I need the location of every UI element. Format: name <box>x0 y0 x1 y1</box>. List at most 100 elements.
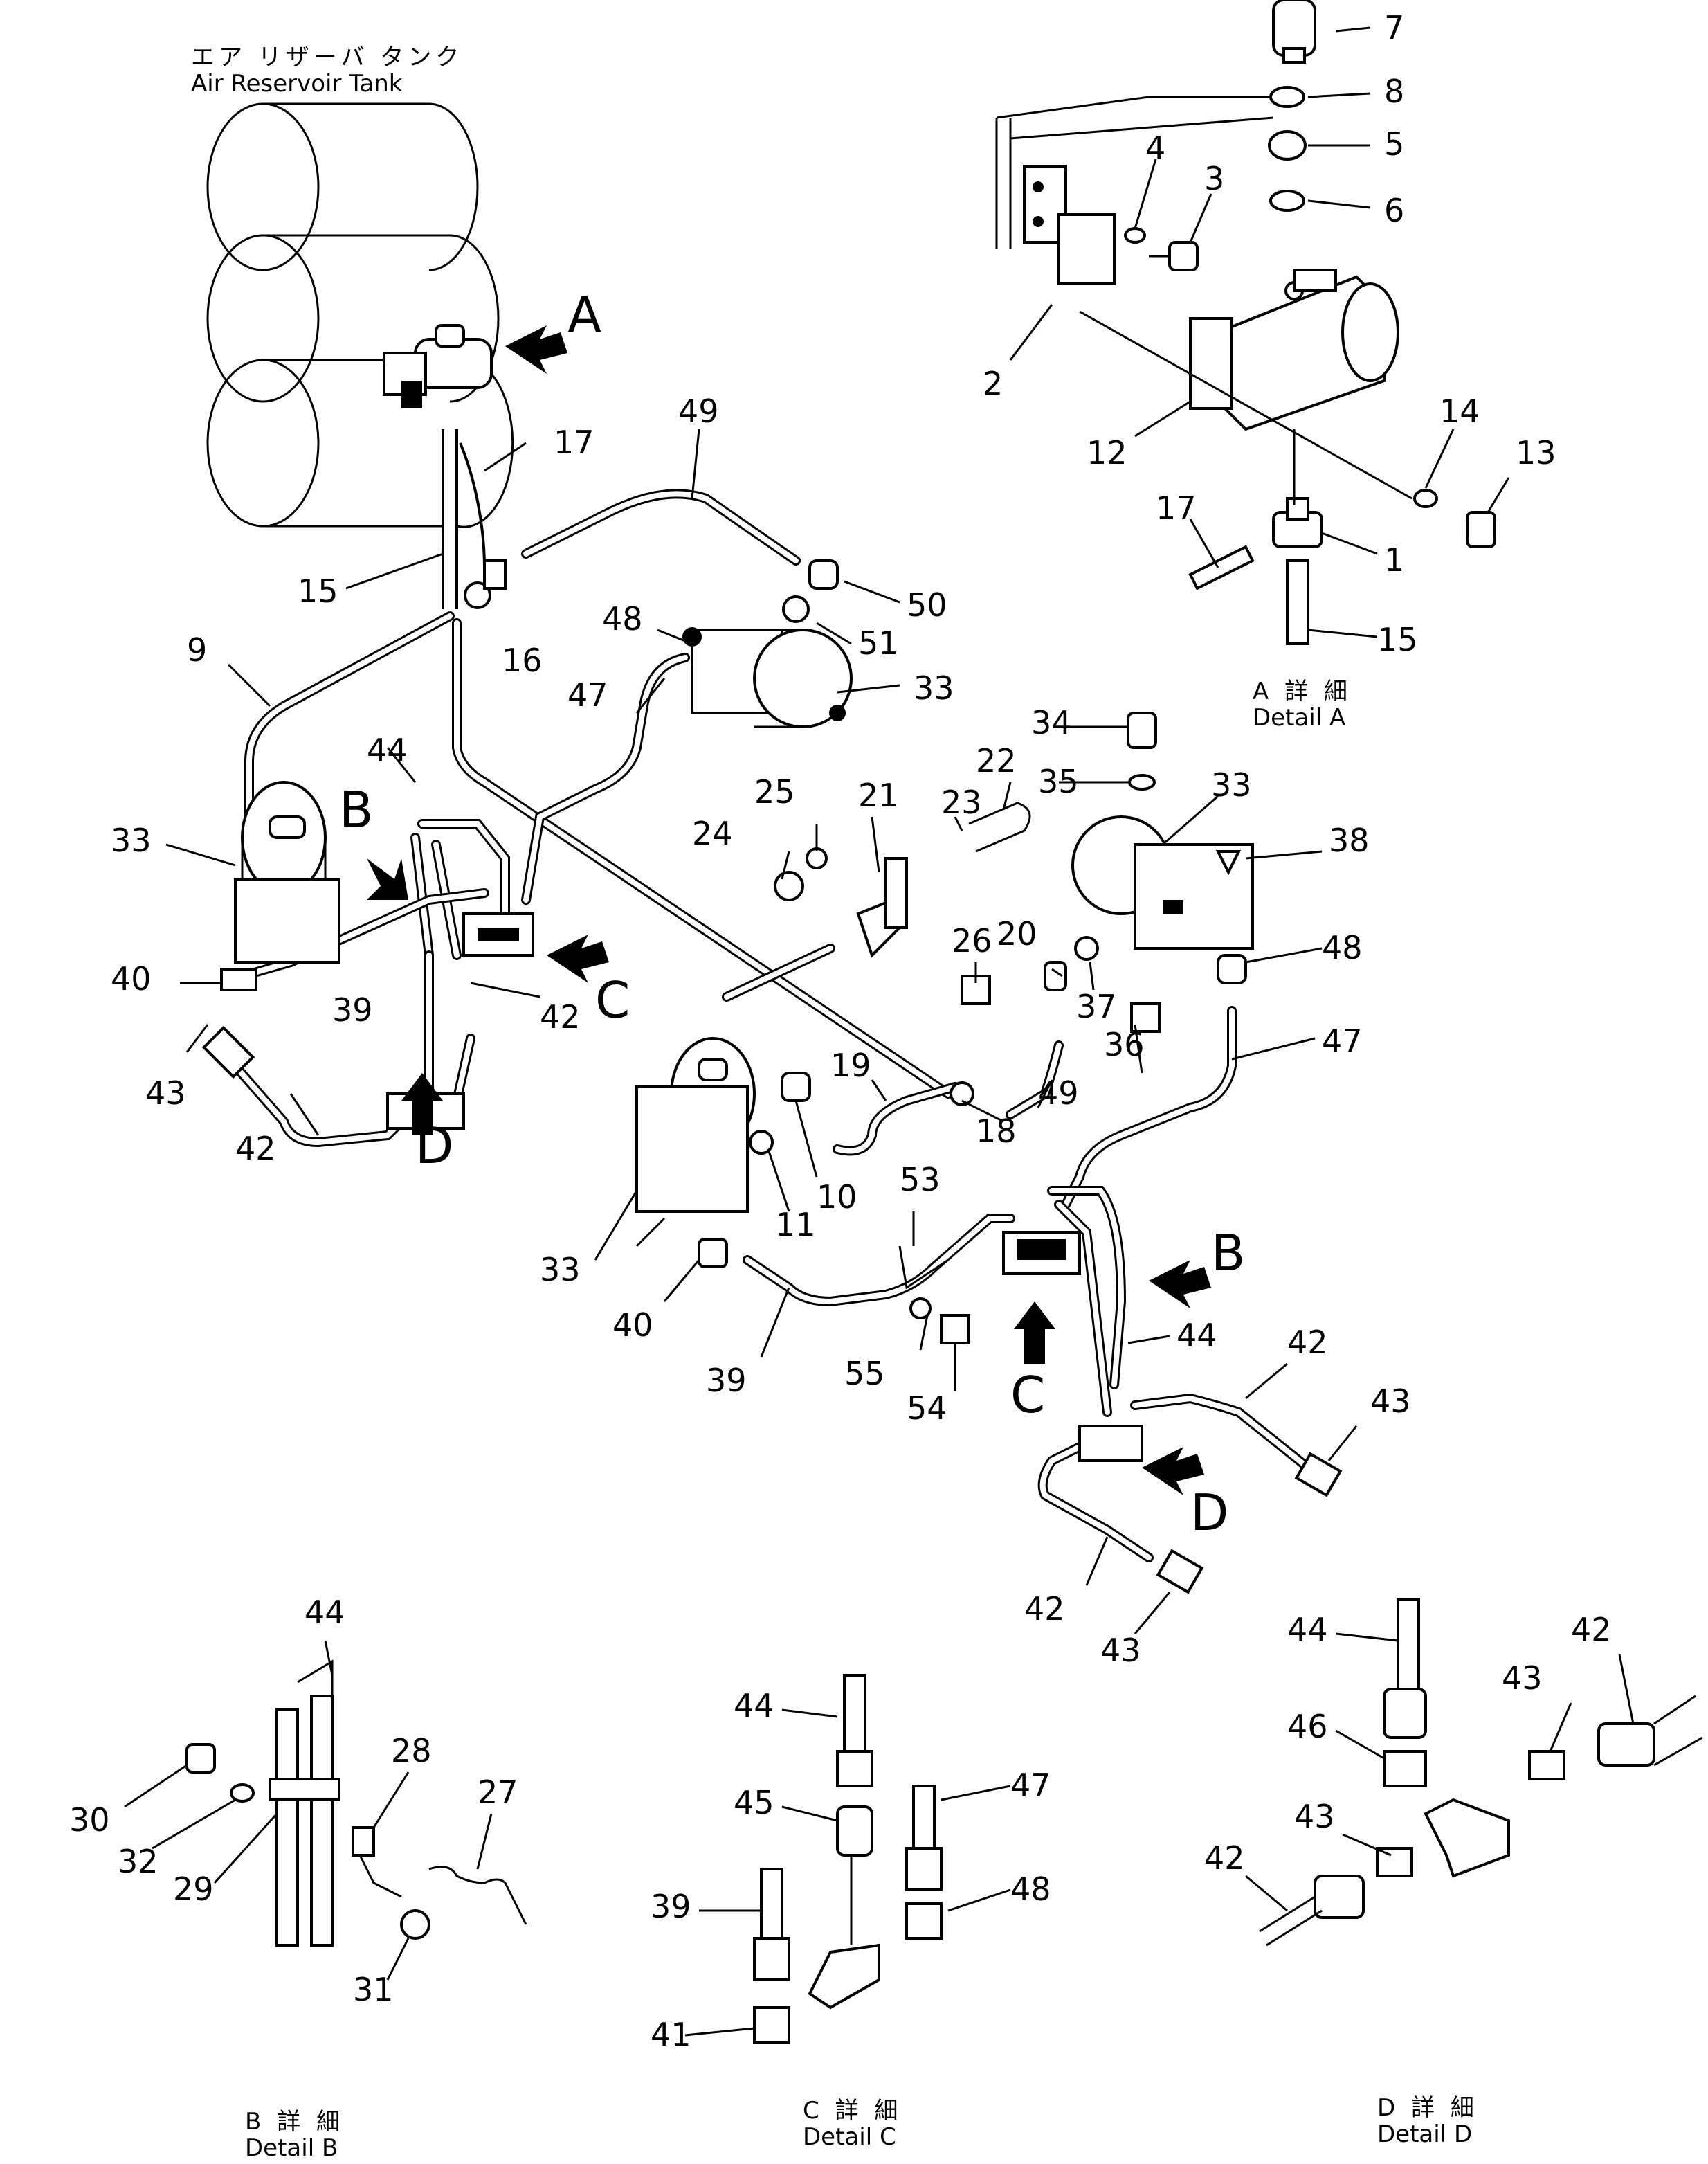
view-letter-c-right: C <box>1010 1366 1045 1424</box>
detail-d-caption: D 詳 細 Detail D <box>1377 2095 1478 2147</box>
view-letter-c-left: C <box>595 971 630 1029</box>
detail-c-drawing <box>753 1674 943 2044</box>
arrow-d-left-icon <box>401 1073 443 1135</box>
callout-8: 8 <box>1384 73 1404 110</box>
callout-2: 2 <box>983 365 1003 402</box>
callout-5: 5 <box>1384 125 1404 163</box>
bolt-54 <box>940 1314 970 1344</box>
fitting-48-right <box>1217 954 1247 984</box>
callout-30: 30 <box>69 1801 110 1839</box>
callout-17: 17 <box>554 424 594 461</box>
elbow-10 <box>781 1072 811 1102</box>
detail-a-caption: A 詳 細 Detail A <box>1253 678 1352 731</box>
callout-17-detail: 17 <box>1156 489 1197 527</box>
callout-36: 36 <box>1104 1026 1145 1063</box>
callout-44-detail-d: 44 <box>1287 1611 1328 1648</box>
detail-a-caption-jp: A 詳 細 <box>1253 678 1352 705</box>
washer-35 <box>1128 774 1156 791</box>
detail-d-caption-jp: D 詳 細 <box>1377 2094 1478 2122</box>
callout-27: 27 <box>478 1774 518 1811</box>
callout-14: 14 <box>1439 393 1480 430</box>
callout-29: 29 <box>173 1870 214 1908</box>
connector-43-lower <box>1156 1549 1204 1594</box>
callout-37: 37 <box>1076 988 1117 1025</box>
arrow-a-icon <box>505 325 567 374</box>
detail-d-caption-en: Detail D <box>1377 2120 1473 2148</box>
connector-40-lower <box>698 1238 728 1268</box>
callout-15-detail: 15 <box>1377 621 1418 658</box>
callout-42-left-bottom: 42 <box>235 1130 276 1167</box>
callout-44-detail-c: 44 <box>734 1687 774 1724</box>
callout-16: 16 <box>502 642 543 679</box>
callout-12: 12 <box>1087 434 1127 471</box>
detail-d-drawing <box>1259 1598 1703 1947</box>
callout-33-left: 33 <box>111 822 152 859</box>
callout-15: 15 <box>298 572 338 610</box>
callout-39-left: 39 <box>332 991 373 1029</box>
callout-11: 11 <box>775 1206 816 1243</box>
washer-55 <box>909 1297 932 1319</box>
leader-lines <box>124 26 1635 2037</box>
callout-54: 54 <box>907 1389 947 1427</box>
brake-chamber-33-lower <box>635 1037 756 1213</box>
tee-fitting-16 <box>464 559 507 609</box>
callout-39-lower: 39 <box>706 1362 747 1399</box>
callout-48-detail-c: 48 <box>1010 1870 1051 1908</box>
tank-caption: エア リザーバ タンク Air Reservoir Tank <box>191 44 463 97</box>
callout-46: 46 <box>1287 1708 1328 1745</box>
connector-43-left <box>201 1025 255 1079</box>
callout-22: 22 <box>976 742 1017 779</box>
bolt-38 <box>1215 850 1242 876</box>
detail-b-caption-jp: B 詳 細 <box>245 2108 344 2136</box>
callout-40-lower: 40 <box>612 1306 653 1344</box>
callout-48-upper: 48 <box>602 600 643 638</box>
callout-40-left: 40 <box>111 960 152 998</box>
callout-47-detail-c: 47 <box>1010 1767 1051 1804</box>
callout-43-detail-d-upper: 43 <box>1502 1659 1543 1697</box>
callout-10: 10 <box>817 1178 857 1216</box>
tee-block-d-right <box>1078 1425 1143 1462</box>
callout-45: 45 <box>734 1784 774 1821</box>
bolt-34 <box>1127 712 1157 749</box>
callout-4: 4 <box>1145 129 1165 167</box>
fitting-37 <box>1074 936 1099 961</box>
callout-25: 25 <box>754 773 795 811</box>
arrow-b-left-icon <box>367 858 408 900</box>
connector-43-right <box>1294 1452 1343 1497</box>
callout-33-center: 33 <box>914 669 954 707</box>
valve-block-c-left <box>462 912 534 957</box>
callout-7: 7 <box>1384 9 1404 46</box>
arrow-c-left-icon <box>547 935 609 983</box>
brake-chamber-33-center <box>682 627 853 728</box>
tee-18 <box>950 1081 974 1106</box>
view-letter-a: A <box>567 286 601 344</box>
callout-44-right: 44 <box>1176 1317 1217 1354</box>
callout-34: 34 <box>1031 704 1072 741</box>
callout-39-detail-c: 39 <box>651 1888 691 1925</box>
callout-labels: 7 8 5 6 4 3 2 12 14 13 17 1 15 17 15 49 … <box>69 9 1612 2053</box>
view-letter-b-left: B <box>339 781 373 839</box>
detail-c-caption: C 詳 細 Detail C <box>803 2098 902 2150</box>
callout-43-detail-d-lower: 43 <box>1294 1798 1335 1835</box>
callout-43-right: 43 <box>1370 1382 1411 1420</box>
callout-42-right: 42 <box>1287 1324 1328 1361</box>
callout-3: 3 <box>1204 160 1224 197</box>
bracket-21 <box>856 857 908 958</box>
callout-47-upper: 47 <box>567 676 608 714</box>
arrow-d-right-icon <box>1142 1447 1204 1495</box>
callout-24: 24 <box>692 815 733 852</box>
callout-44-left: 44 <box>367 732 408 769</box>
callout-9: 9 <box>187 631 207 669</box>
brake-chamber-33-left <box>234 781 340 964</box>
callout-38: 38 <box>1329 822 1370 859</box>
callout-47-right: 47 <box>1322 1022 1363 1060</box>
elbow-fitting-50 <box>782 559 839 623</box>
callout-35: 35 <box>1038 763 1079 800</box>
callout-51: 51 <box>858 624 899 662</box>
callout-20: 20 <box>997 915 1037 953</box>
detail-b-caption-en: Detail B <box>245 2134 338 2162</box>
arrow-b-right-icon <box>1149 1260 1211 1308</box>
callout-13: 13 <box>1516 434 1556 471</box>
